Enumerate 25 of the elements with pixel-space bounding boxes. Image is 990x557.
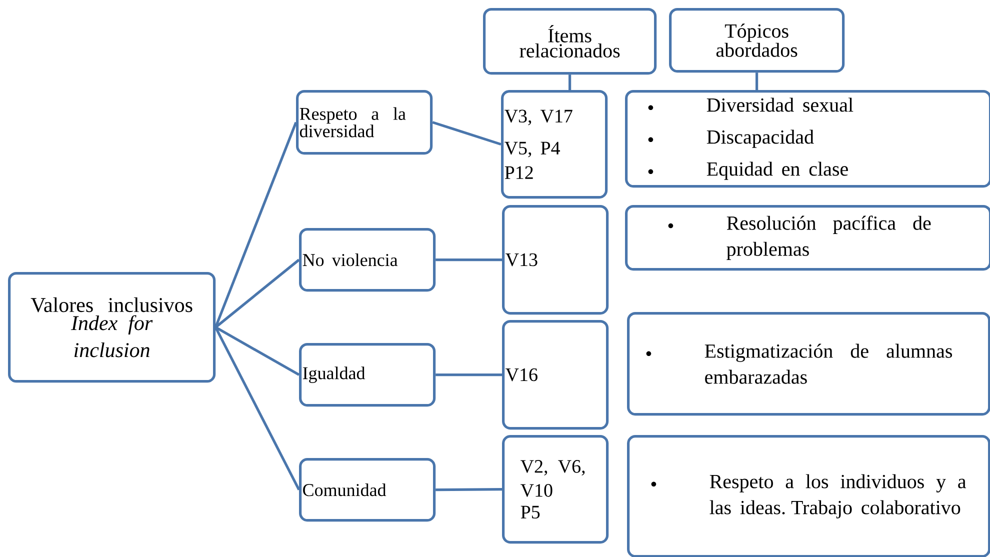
connector-line [436, 488, 502, 492]
root-box: Valores inclusivos Index for inclusion [8, 272, 216, 383]
connector-line [436, 258, 502, 262]
connector-line [214, 122, 298, 328]
topics-box: Resolución pacífica de problemas [625, 205, 990, 271]
items-box: V16 [502, 320, 609, 430]
topics-box: Estigmatización de alumnas embarazadas [627, 312, 990, 416]
items-box: V2, V6, V10 P5 [502, 435, 609, 544]
topics-box: Diversidad sexual Discapacidad Equidad en clase [625, 90, 990, 188]
category-box: Respeto a la diversidad [296, 90, 433, 155]
items-box: V13 [502, 205, 609, 315]
connector-line [568, 74, 572, 90]
column-header-box: Ítems relacionados [483, 8, 657, 75]
category-box: Igualdad [299, 343, 436, 407]
connector-line [214, 326, 300, 490]
connector-line [214, 326, 300, 376]
connector-line [214, 258, 300, 328]
connector-line [756, 72, 758, 90]
items-box: V3, V17 V5, P4 P12 [501, 90, 608, 199]
category-box: No violencia [299, 228, 436, 292]
topics-box: Respeto a los individuos y a las ideas. Trabajo colaborativo [627, 435, 990, 557]
column-header-box: Tópicos abordados [669, 8, 845, 73]
connector-line [432, 121, 502, 146]
connector-line [436, 374, 502, 376]
category-box: Comunidad [299, 458, 436, 522]
